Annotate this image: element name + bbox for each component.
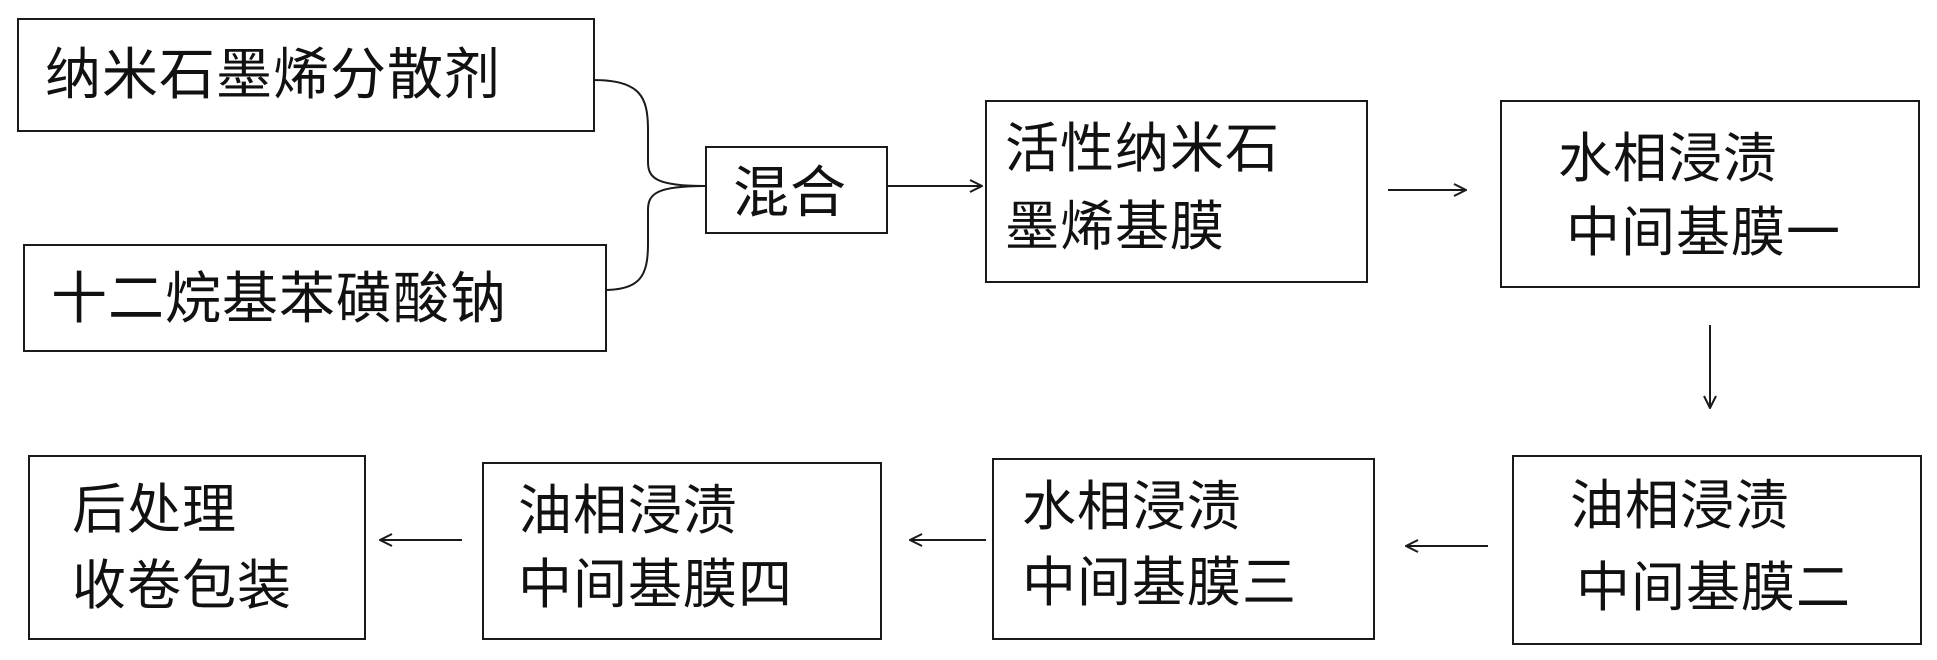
node-text-line: 十二烷基苯磺酸钠	[51, 267, 507, 332]
node-text-line: 中间基膜四	[518, 553, 793, 616]
node-active-base-film: 活性纳米石 墨烯基膜	[985, 100, 1368, 283]
node-aqueous-film-1: 水相浸渍 中间基膜一	[1500, 100, 1920, 288]
node-sds: 十二烷基苯磺酸钠	[23, 244, 607, 352]
node-text-line: 油相浸渍	[1570, 474, 1790, 537]
node-mix: 混合	[705, 146, 888, 234]
merge-brace	[591, 79, 706, 291]
node-text-line: 中间基膜一	[1566, 201, 1841, 264]
node-text-line: 纳米石墨烯分散剂	[45, 43, 501, 108]
node-oil-film-4: 油相浸渍 中间基膜四	[482, 462, 882, 640]
node-text-line: 油相浸渍	[518, 479, 738, 542]
node-text-line: 水相浸渍	[1558, 127, 1778, 190]
node-text-line: 后处理	[72, 478, 237, 541]
node-text-line: 中间基膜三	[1022, 551, 1297, 614]
node-post-treatment: 后处理 收卷包装	[28, 455, 366, 640]
node-oil-film-2: 油相浸渍 中间基膜二	[1512, 455, 1922, 645]
node-text-line: 收卷包装	[72, 554, 292, 617]
node-text-line: 混合	[733, 161, 847, 226]
node-aqueous-film-3: 水相浸渍 中间基膜三	[992, 458, 1375, 640]
node-text-line: 水相浸渍	[1022, 475, 1242, 538]
node-text-line: 墨烯基膜	[1005, 195, 1225, 258]
node-text-line: 活性纳米石	[1005, 117, 1280, 180]
node-graphene-dispersant: 纳米石墨烯分散剂	[17, 18, 595, 132]
node-text-line: 中间基膜二	[1576, 556, 1851, 619]
